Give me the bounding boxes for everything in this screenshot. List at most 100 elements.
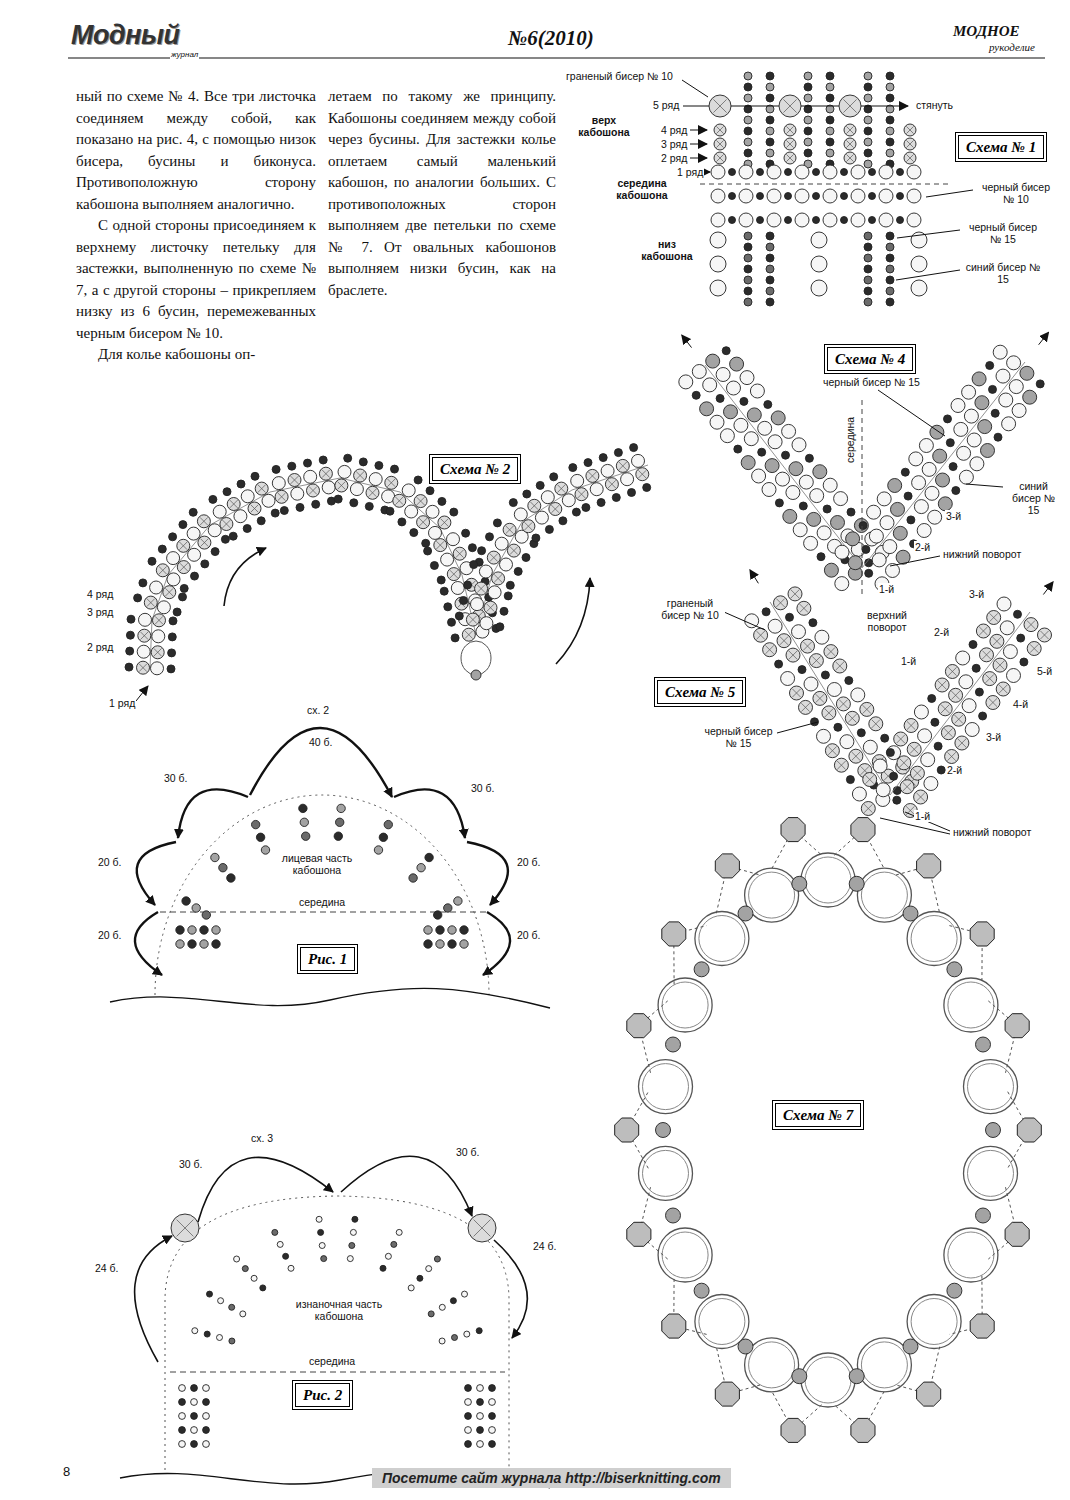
axis-label: середина [308, 1355, 356, 1367]
bead [817, 729, 831, 743]
bead [886, 127, 894, 135]
bead [709, 95, 731, 117]
bead [150, 581, 163, 594]
thread-path [890, 612, 1030, 795]
bead [750, 384, 764, 398]
bead [365, 502, 373, 510]
bead [907, 213, 921, 227]
bead [846, 532, 860, 546]
bead [448, 940, 456, 948]
direction-arrow [224, 548, 266, 606]
bead [462, 529, 470, 537]
turn-label: 2-й [933, 626, 950, 638]
bead-facet [786, 154, 793, 161]
midline [862, 400, 863, 598]
bead [1003, 645, 1017, 659]
bead [503, 523, 516, 536]
bead [656, 1123, 671, 1138]
bead [976, 1037, 991, 1052]
bead [762, 608, 770, 616]
bead [869, 217, 876, 224]
thread-ring [662, 982, 708, 1028]
thread-path [150, 465, 648, 668]
bead [541, 491, 554, 504]
bicone-bead [781, 818, 805, 842]
bead [477, 1385, 484, 1392]
bead [425, 853, 433, 861]
bead [428, 1311, 434, 1317]
bead [217, 1335, 223, 1341]
bead [344, 454, 352, 462]
bead [740, 397, 748, 405]
bead [614, 449, 622, 457]
bead [965, 723, 979, 737]
bead-facet [907, 721, 915, 729]
brand-name: МОДНОЕ [952, 24, 1021, 39]
bead-facet [816, 694, 824, 702]
bead [221, 535, 229, 543]
bead [864, 276, 872, 284]
bicone-bead [917, 854, 941, 878]
bead [402, 484, 415, 497]
bead [766, 149, 774, 157]
bead [762, 483, 776, 497]
bead [475, 582, 488, 595]
bead [710, 415, 724, 429]
bead [350, 1229, 356, 1235]
scheme-caption-box: Схема № 7 [775, 1103, 861, 1127]
bead [182, 897, 190, 905]
bead [823, 505, 831, 513]
bead [844, 152, 856, 164]
bead-label: черный бисер № 15 [822, 376, 921, 388]
bead [841, 169, 848, 176]
bead [996, 369, 1010, 383]
bead [883, 540, 897, 554]
bead [823, 478, 837, 492]
thread-ring [944, 1228, 998, 1282]
bead [489, 1413, 496, 1420]
bead-label: граненый бисер № 10 [655, 597, 725, 621]
bead-facet [999, 685, 1007, 693]
bead [744, 94, 752, 102]
turn-label: нижний поворот [942, 548, 1022, 560]
bead [864, 254, 872, 262]
bead [448, 926, 456, 934]
bead [865, 569, 873, 577]
bead-loop-arrow [394, 789, 465, 838]
bead [754, 628, 768, 642]
bead [450, 1298, 456, 1304]
bead [471, 670, 481, 680]
bead [744, 83, 752, 91]
bead [766, 127, 774, 135]
bead [786, 613, 794, 621]
bead-facet [608, 480, 616, 488]
bead [934, 742, 942, 750]
bead [209, 495, 217, 503]
bead [213, 505, 226, 518]
bead [766, 276, 774, 284]
bead [888, 479, 902, 493]
thread-ring [658, 1228, 712, 1282]
bead [151, 646, 164, 659]
text-column: летаем по такому же принципу. Кабошоны с… [328, 86, 556, 301]
midline [170, 1372, 505, 1373]
bead [846, 776, 854, 784]
bead [158, 545, 166, 553]
bead [771, 411, 785, 425]
bead [869, 529, 883, 543]
bead [218, 1298, 224, 1304]
thread-path [862, 362, 1025, 568]
bead [151, 662, 164, 675]
bicone-bead [781, 1418, 805, 1442]
bead [860, 702, 874, 716]
bead-facet [903, 783, 911, 791]
bead [886, 232, 894, 240]
bead-facet [1027, 620, 1035, 628]
bead [824, 563, 838, 577]
bead [936, 473, 950, 487]
bead [616, 459, 629, 472]
bead [785, 217, 792, 224]
bead [480, 617, 493, 630]
bead [437, 576, 445, 584]
bead [947, 962, 962, 977]
